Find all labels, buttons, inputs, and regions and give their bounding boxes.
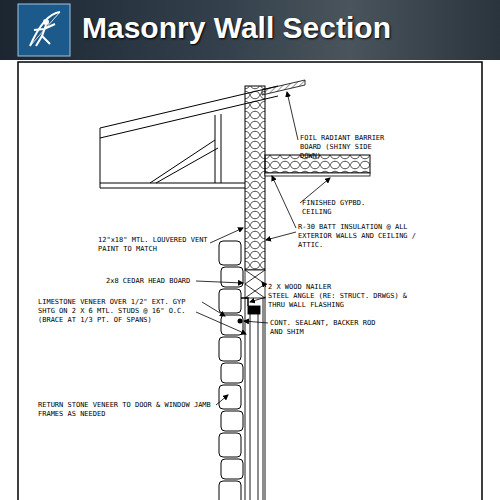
return-veneer-note: RETURN STONE VENEER TO DOOR & WINDOW JAM… [38, 401, 216, 419]
ceiling-batt-insulation-part [265, 173, 370, 176]
leader-lines-part [216, 395, 228, 405]
vent-note: 12"x18" MTL. LOUVERED VENT PAINT TO MATC… [98, 236, 210, 254]
limestone-veneer-part [221, 411, 243, 431]
cedar-head-board-part [245, 270, 265, 298]
foil-radiant-barrier [262, 80, 305, 95]
logo-icon-part [43, 19, 49, 25]
leader-lines-part [262, 282, 266, 287]
roof-framing-part [150, 140, 218, 183]
logo-icon-part [30, 12, 60, 46]
sealant-note: CONT. SEALANT, BACKER ROD AND SHIM [270, 319, 390, 337]
sealant-backer-rod-part [238, 319, 243, 324]
insulation-note: R-30 BATT INSULATION @ ALL EXTERIOR WALL… [298, 223, 426, 250]
limestone-veneer-part [219, 481, 241, 500]
leader-lines-part [287, 92, 298, 140]
limestone-veneer-part [219, 337, 241, 361]
limestone-veneer-part [219, 289, 241, 313]
nailer-note: 2 X WOOD NAILER [268, 283, 418, 292]
limestone-veneer-part [219, 241, 241, 265]
leader-lines-part [196, 281, 243, 283]
logo-icon-part [18, 4, 70, 56]
roof-framing-part [100, 188, 245, 189]
cedar-head-board-part [245, 270, 265, 298]
wall-batt-insulation [245, 86, 265, 270]
limestone-veneer-part [221, 459, 243, 479]
limestone-veneer-part [221, 315, 243, 335]
leader-lines-part [244, 321, 268, 323]
roof-framing-part [100, 183, 245, 184]
wall-batt-insulation-part [245, 86, 265, 270]
foil-radiant-barrier-part [262, 80, 305, 95]
page-title: Masonry Wall Section [82, 11, 391, 45]
limestone-veneer-part [219, 433, 241, 457]
drawing-frame [18, 62, 482, 500]
cedar-head-board [245, 270, 265, 298]
metal-studs-jamb-part [245, 298, 265, 500]
sealant-backer-rod [238, 319, 243, 324]
limestone-veneer-part [221, 267, 243, 287]
veneer-note: LIMESTONE VENEER OVER 1/2" EXT. GYP SHTG… [38, 298, 198, 325]
foil-barrier-note: FOIL RADIANT BARRIER BOARD (SHINY SIDE D… [300, 134, 392, 161]
leader-lines-part [250, 297, 266, 302]
steel-angle-note: STEEL ANGLE (RE: STRUCT. DRWGS) & THRU W… [268, 292, 418, 310]
gypboard-note: FINISHED GYPBD. CEILING [302, 199, 374, 217]
logo-icon [18, 4, 70, 56]
leader-lines-part [272, 176, 296, 228]
leader-lines-part [210, 228, 243, 243]
head-board-note: 2x8 CEDAR HEAD BOARD [106, 277, 196, 286]
limestone-veneer-part [219, 385, 241, 409]
limestone-veneer [219, 241, 243, 500]
leader-lines-part [202, 302, 225, 316]
leader-lines-part [196, 312, 246, 334]
logo-icon-part [30, 12, 60, 46]
leader-lines-part [266, 232, 296, 240]
roof-framing-part [100, 128, 101, 188]
drawing-frame-part [18, 62, 482, 500]
limestone-veneer-part [221, 363, 243, 383]
metal-studs-jamb [245, 298, 265, 500]
metal-studs-jamb-part [248, 306, 260, 314]
logo-icon-part [34, 24, 55, 46]
